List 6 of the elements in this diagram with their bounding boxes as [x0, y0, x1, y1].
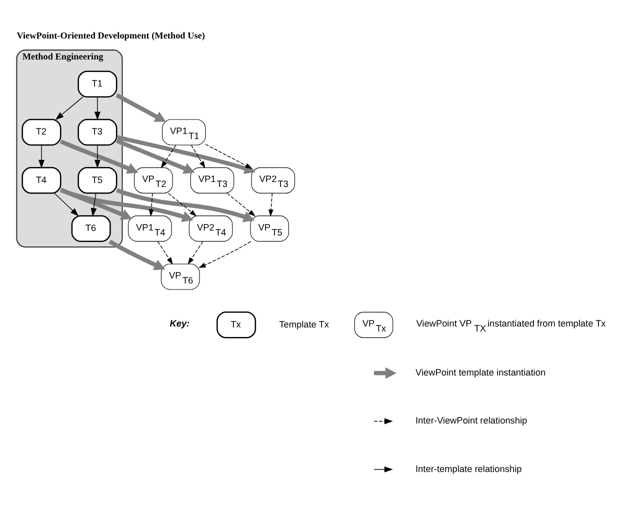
legend-label: Inter-template relationship: [416, 464, 522, 474]
legend-label: Inter-ViewPoint relationship: [416, 416, 528, 426]
legend-label: ViewPoint template instantiation: [416, 367, 546, 378]
diagram-title: ViewPoint-Oriented Development (Method Use): [16, 30, 205, 40]
node-label: Template Tx: [279, 319, 330, 330]
label: Key:: [170, 318, 190, 329]
